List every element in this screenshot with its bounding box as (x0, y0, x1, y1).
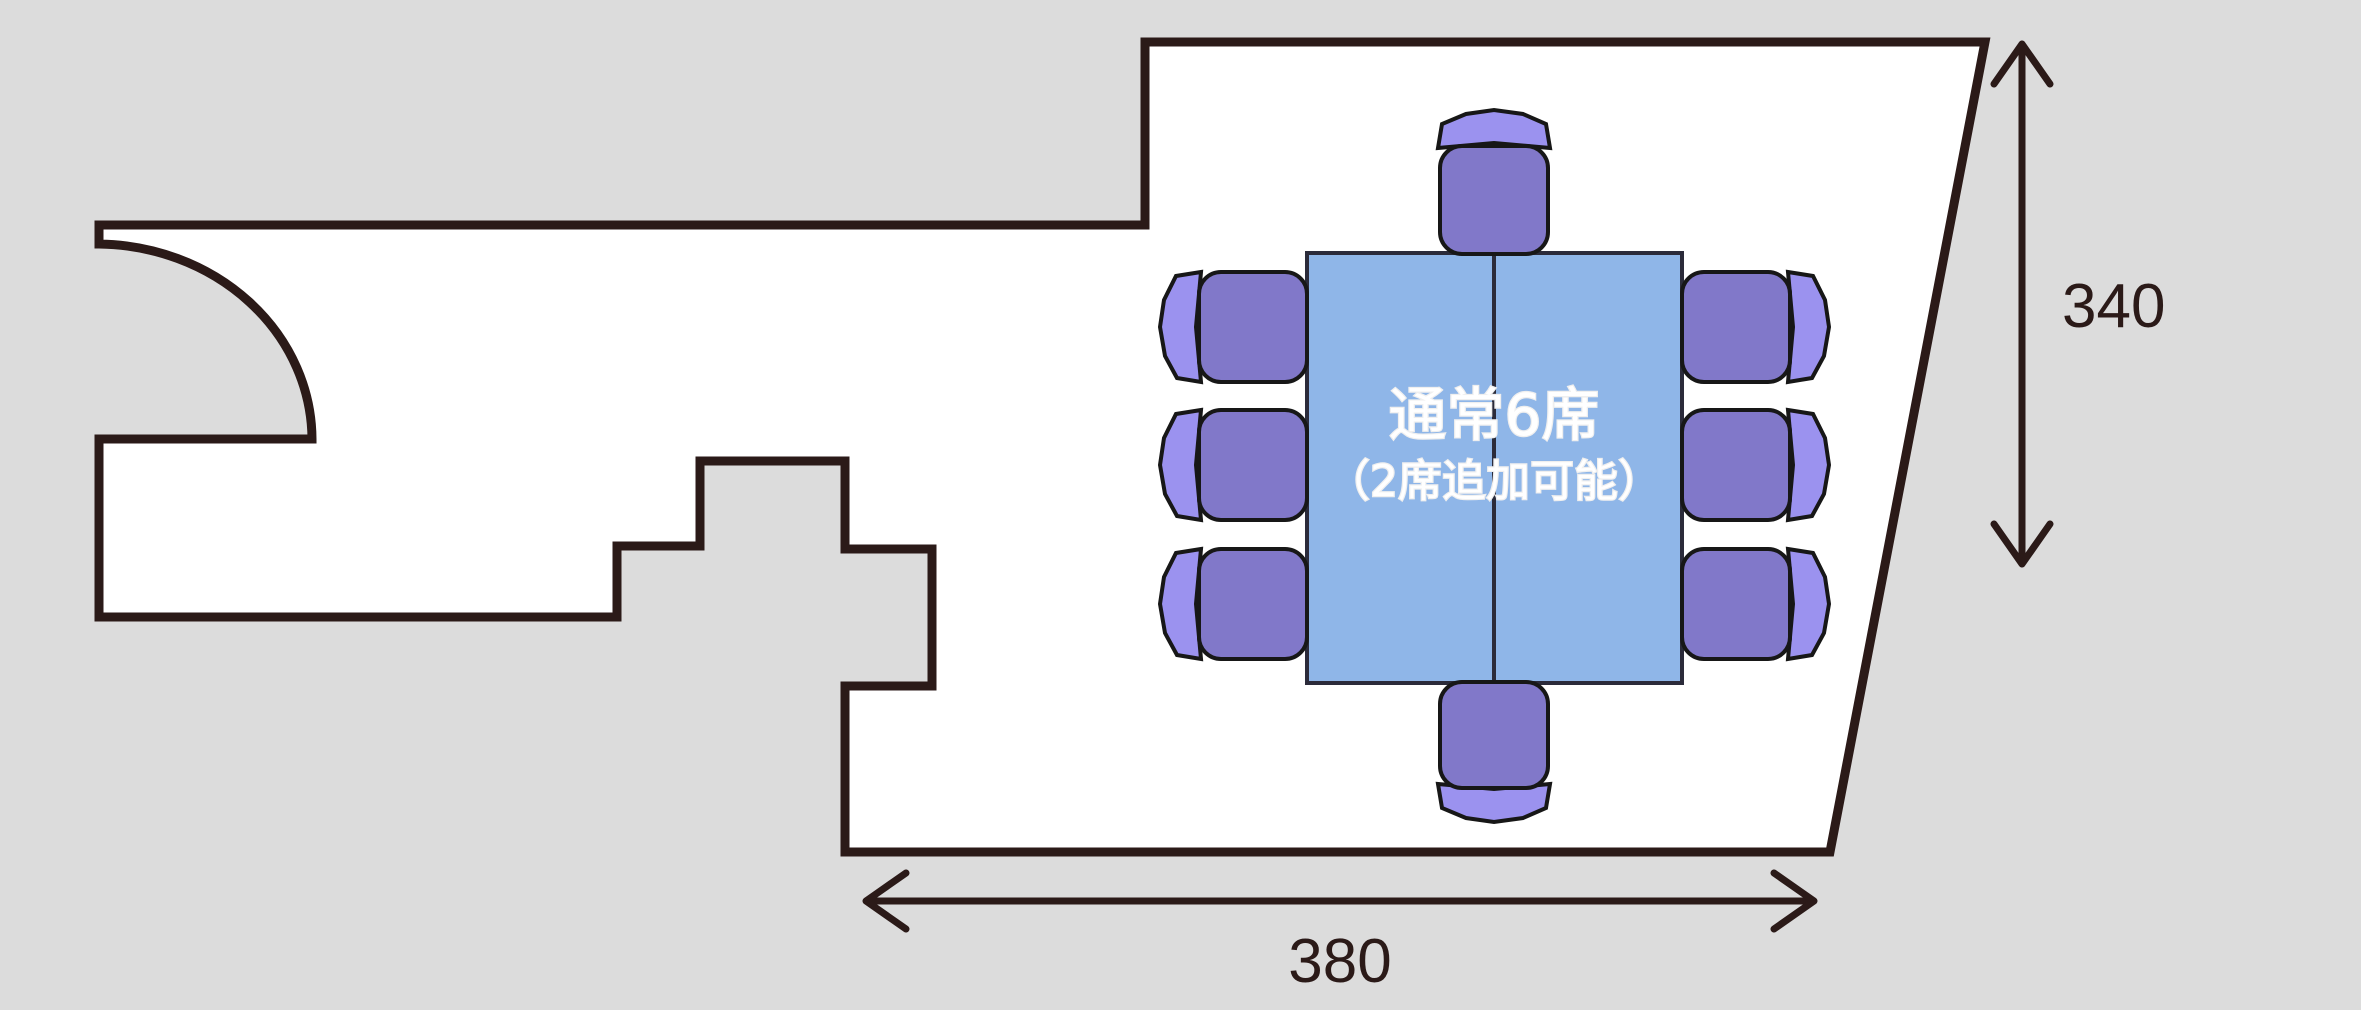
chair-seat[interactable] (1680, 408, 1792, 522)
chair-seat[interactable] (1197, 408, 1309, 522)
dimension-height-arrow-bottom (1990, 520, 2054, 568)
chair-right-3[interactable] (1680, 546, 1832, 662)
chairs-left-group[interactable] (1157, 269, 1309, 662)
chair-left-1[interactable] (1157, 269, 1309, 385)
dimension-width-label: 380 (1288, 927, 1391, 996)
dimension-width-arrow-left (862, 869, 910, 933)
dimension-width-380: 380 (862, 869, 1818, 996)
chair-seat[interactable] (1680, 547, 1792, 661)
room-wall-outline (94, 37, 1991, 857)
dimension-height-arrow-top (1990, 40, 2054, 88)
dimension-width-arrow-right (1770, 869, 1818, 933)
chair-seat[interactable] (1438, 144, 1550, 256)
meeting-table-group[interactable]: 通常6席 （2席追加可能） (1305, 251, 1684, 685)
chair-seat[interactable] (1680, 270, 1792, 384)
dimension-height-label: 340 (2062, 272, 2165, 341)
chair-bottom[interactable] (1435, 680, 1553, 825)
chair-right-2[interactable] (1680, 407, 1832, 523)
table-label-line1: 通常6席 (1389, 381, 1600, 449)
chair-seat[interactable] (1438, 680, 1550, 790)
table-label-line2: （2席追加可能） (1326, 456, 1662, 507)
chair-left-2[interactable] (1157, 407, 1309, 523)
chair-seat[interactable] (1197, 547, 1309, 661)
chair-left-3[interactable] (1157, 546, 1309, 662)
chair-seat[interactable] (1197, 270, 1309, 384)
chair-right-1[interactable] (1680, 269, 1832, 385)
chairs-right-group[interactable] (1680, 269, 1832, 662)
dimension-height-340: 340 (1990, 40, 2165, 568)
chair-top[interactable] (1435, 107, 1553, 256)
